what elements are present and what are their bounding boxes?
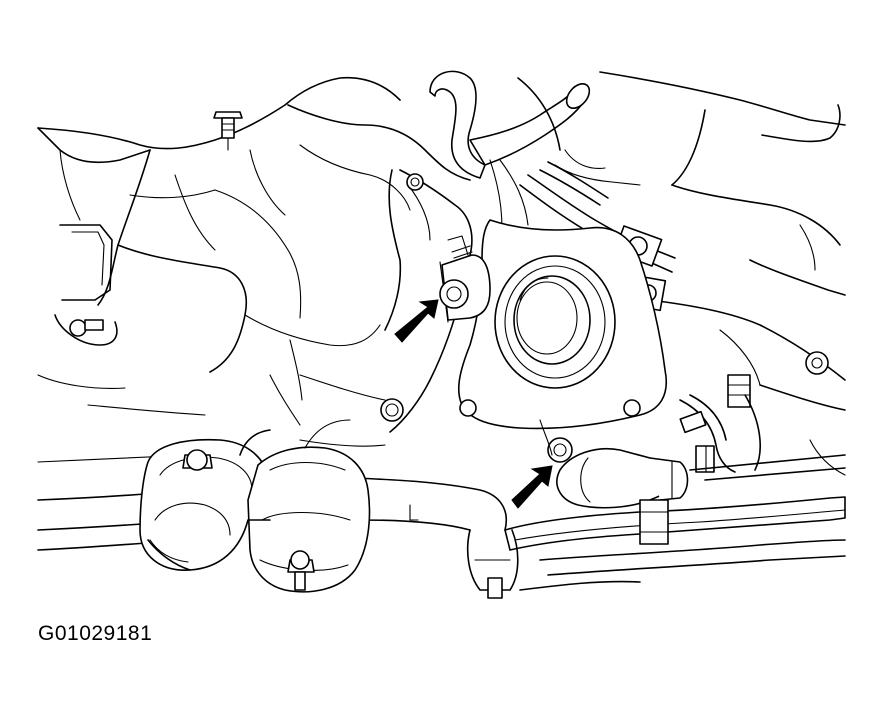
- left-mount-bracket: [37, 224, 126, 389]
- water-pump-housing: [457, 219, 667, 430]
- engine-block-housing: [37, 76, 471, 373]
- engine-illustration: [37, 70, 846, 599]
- lower-arrow-icon: [511, 465, 553, 509]
- crossmember-left: [147, 339, 303, 571]
- right-engine-block: [517, 71, 846, 476]
- top-bolt: [213, 111, 243, 151]
- engine-mount: [139, 419, 371, 593]
- lower-hose: [539, 419, 689, 509]
- lower-metal-lines: [504, 454, 846, 576]
- figure-id-label: G01029181: [38, 622, 153, 645]
- wiring-harness: [679, 374, 761, 473]
- upper-target-bolt: [439, 279, 469, 309]
- arrow-upper: [394, 299, 439, 343]
- timing-cover-outline: [299, 169, 473, 447]
- arrow-lower: [511, 465, 553, 509]
- upper-arrow-icon: [394, 299, 439, 343]
- engine-line-drawing: [37, 70, 846, 599]
- upper-hoses: [429, 70, 591, 251]
